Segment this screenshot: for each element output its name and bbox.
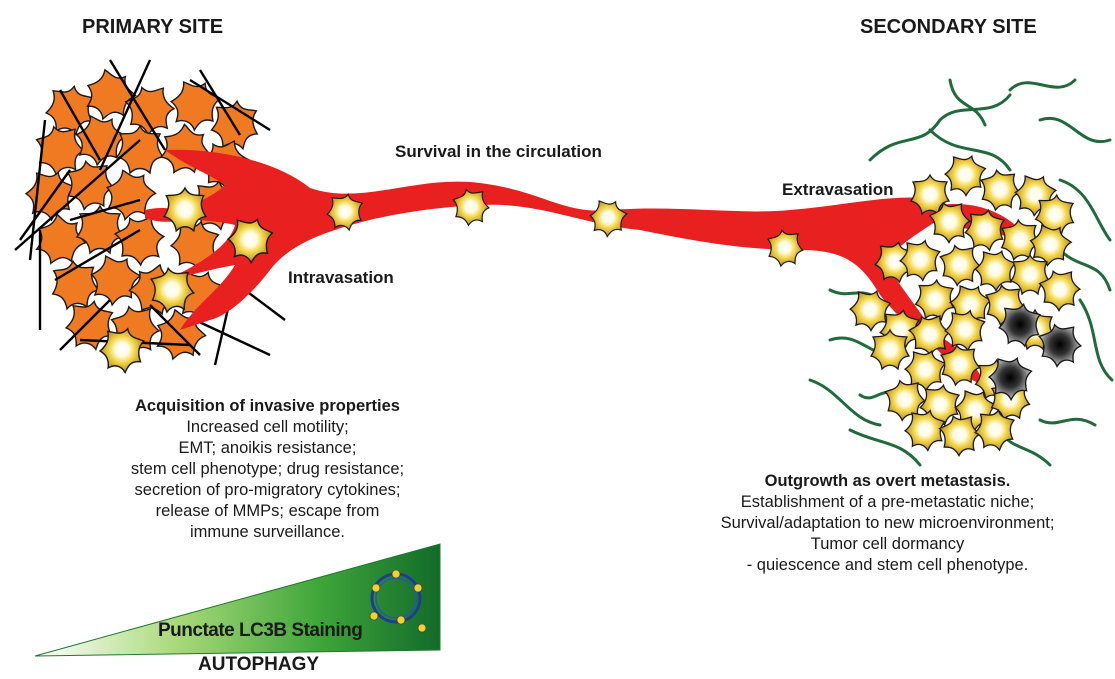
primary-site-heading: PRIMARY SITE bbox=[82, 16, 223, 39]
dormant-cell bbox=[984, 351, 1035, 403]
invasive-properties-block: Acquisition of invasive properties Incre… bbox=[70, 396, 465, 543]
wedge-label: Punctate LC3B Staining bbox=[158, 620, 362, 641]
invasive-line: secretion of pro-migratory cytokines; bbox=[70, 480, 465, 501]
metastasis-line: Tumor cell dormancy bbox=[685, 534, 1090, 555]
autophagy-wedge: Punctate LC3B Staining bbox=[35, 544, 440, 656]
metastasis-title: Outgrowth as overt metastasis. bbox=[685, 471, 1090, 492]
tumor-cell bbox=[936, 241, 983, 289]
metastasis-line: Survival/adaptation to new microenvironm… bbox=[685, 513, 1090, 534]
secondary-site-heading: SECONDARY SITE bbox=[860, 16, 1037, 39]
autophagy-caption: AUTOPHAGY bbox=[198, 654, 319, 676]
invasive-properties-title: Acquisition of invasive properties bbox=[70, 396, 465, 417]
metastasis-line: Establishment of a pre-metastatic niche; bbox=[685, 492, 1090, 513]
intravasation-label: Intravasation bbox=[288, 268, 394, 288]
invasive-line: EMT; anoikis resistance; bbox=[70, 438, 465, 459]
metastasis-line: - quiescence and stem cell phenotype. bbox=[685, 555, 1090, 576]
extravasation-label: Extravasation bbox=[782, 180, 894, 200]
invasive-line: immune surveillance. bbox=[70, 522, 465, 543]
metastasis-block: Outgrowth as overt metastasis. Establish… bbox=[685, 471, 1090, 576]
invasive-line: release of MMPs; escape from bbox=[70, 501, 465, 522]
invasive-line: stem cell phenotype; drug resistance; bbox=[70, 459, 465, 480]
tumor-cell bbox=[941, 150, 990, 200]
circulation-label: Survival in the circulation bbox=[395, 142, 602, 162]
invasive-line: Increased cell motility; bbox=[70, 417, 465, 438]
tumor-cell bbox=[978, 167, 1022, 212]
